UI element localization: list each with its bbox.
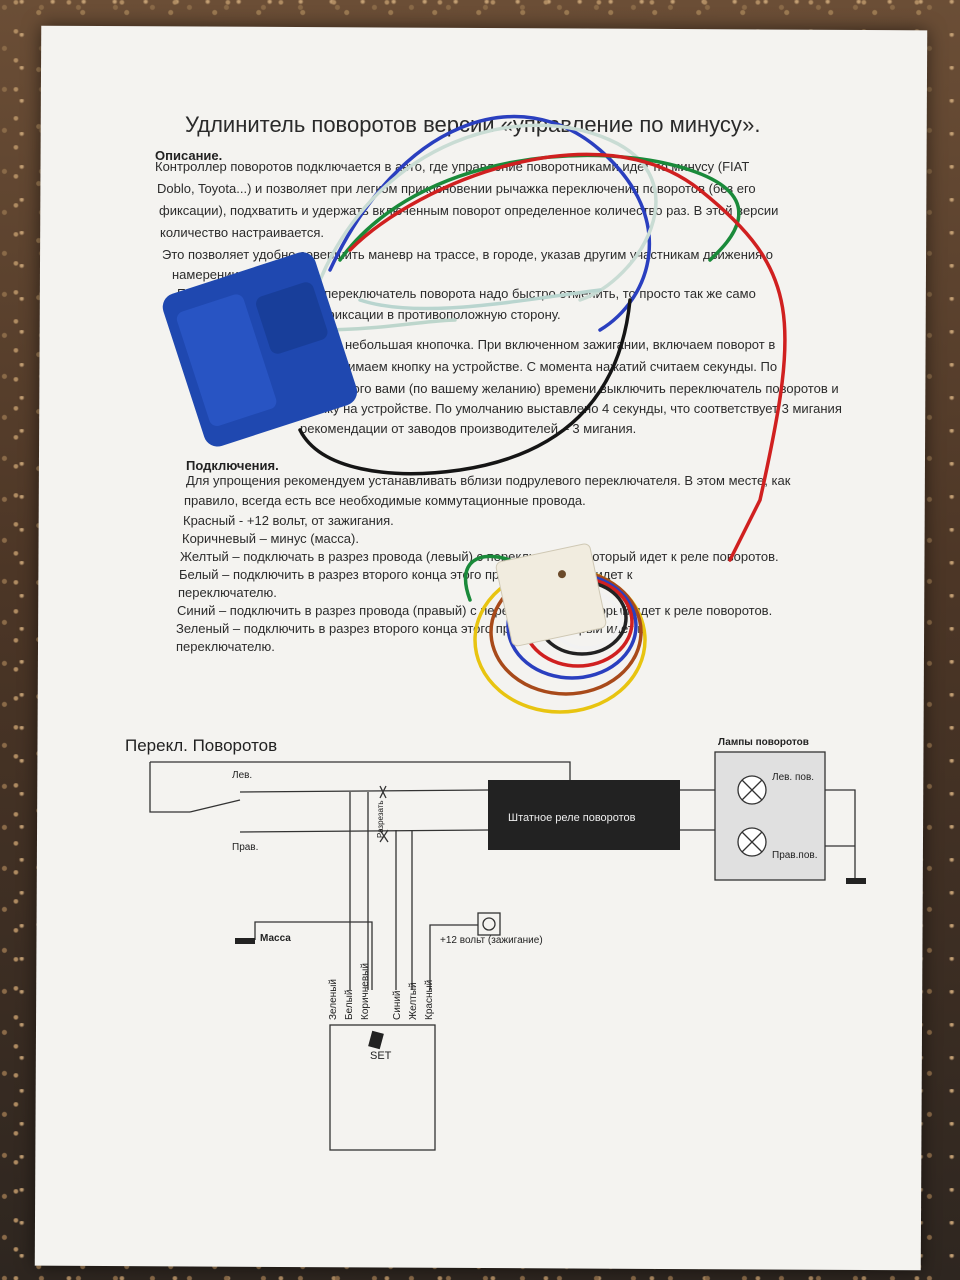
connection-line: переключателю.	[176, 639, 275, 654]
green-wire-end	[463, 554, 512, 602]
connection-line: Коричневый – минус (масса).	[182, 531, 359, 546]
left-wire	[239, 789, 489, 793]
right-wire	[239, 829, 489, 833]
right-label: Прав.	[232, 842, 259, 853]
blue-wire	[328, 114, 652, 332]
lamp-left-label: Лев. пов.	[772, 772, 815, 783]
white-wire	[318, 123, 658, 302]
settings-line: рекомендации от заводов производителей –…	[300, 421, 637, 436]
ground-symbol-icon	[846, 878, 866, 884]
light-wire-2	[318, 318, 457, 332]
fuse-icon	[482, 917, 496, 931]
cut-marks	[379, 785, 389, 843]
controller-box	[329, 1024, 436, 1151]
description-line: фиксации), подхватить и удержать включен…	[159, 203, 779, 218]
green-wire	[338, 153, 741, 262]
settings-line: нажимаем кнопку на устройстве. С момента…	[325, 359, 778, 374]
relay-output	[680, 789, 715, 831]
set-button-icon	[368, 1030, 384, 1050]
settings-line: кнопку на устройстве. По умолчанию выста…	[300, 401, 842, 416]
switch-contact	[189, 799, 241, 813]
lamps-title: Лампы поворотов	[718, 737, 809, 748]
lamps-box	[714, 751, 826, 881]
controller-wires	[349, 792, 413, 990]
switch-title: Перекл. Поворотов	[125, 736, 278, 755]
connection-line: правило, всегда есть все необходимые ком…	[184, 493, 586, 508]
lamp-right-label: Прав.пов.	[772, 850, 818, 861]
power-label: +12 вольт (зажигание)	[440, 935, 543, 946]
blue-controller-module	[162, 252, 358, 447]
description-line: Это позволяет удобно совершить маневр на…	[162, 247, 774, 262]
description-line: количество настраивается.	[160, 225, 325, 240]
connection-line: переключателю.	[178, 585, 277, 600]
description-heading: Описание.	[155, 148, 223, 163]
description-line: Контроллер поворотов подключается в авто…	[155, 159, 750, 174]
settings-line: небольшая кнопочка. При включенном зажиг…	[345, 337, 776, 352]
black-wire	[298, 298, 632, 476]
left-label: Лев.	[232, 770, 253, 781]
connection-line: Для упрощения рекомендуем устанавливать …	[186, 473, 791, 488]
red-wire	[348, 152, 787, 562]
light-wire	[358, 288, 602, 311]
relay-box	[488, 780, 680, 850]
ground-wire	[254, 921, 373, 990]
connection-line: Красный - +12 вольт, от зажигания.	[183, 513, 394, 528]
connection-heading: Подключения.	[186, 458, 279, 473]
power-wire	[429, 924, 478, 990]
relay-label: Штатное реле поворотов	[508, 812, 636, 824]
settings-line: выбранного вами (по вашему желанию) врем…	[300, 381, 839, 396]
description-line: Doblo, Toyota...) и позволяет при легком…	[157, 181, 756, 196]
ground-symbol-icon	[235, 938, 255, 944]
switch-left-line	[149, 762, 190, 813]
white-connector	[495, 543, 607, 647]
ground-label: Масса	[260, 933, 291, 944]
set-label: SET	[370, 1050, 392, 1062]
fuse-box	[477, 912, 501, 936]
